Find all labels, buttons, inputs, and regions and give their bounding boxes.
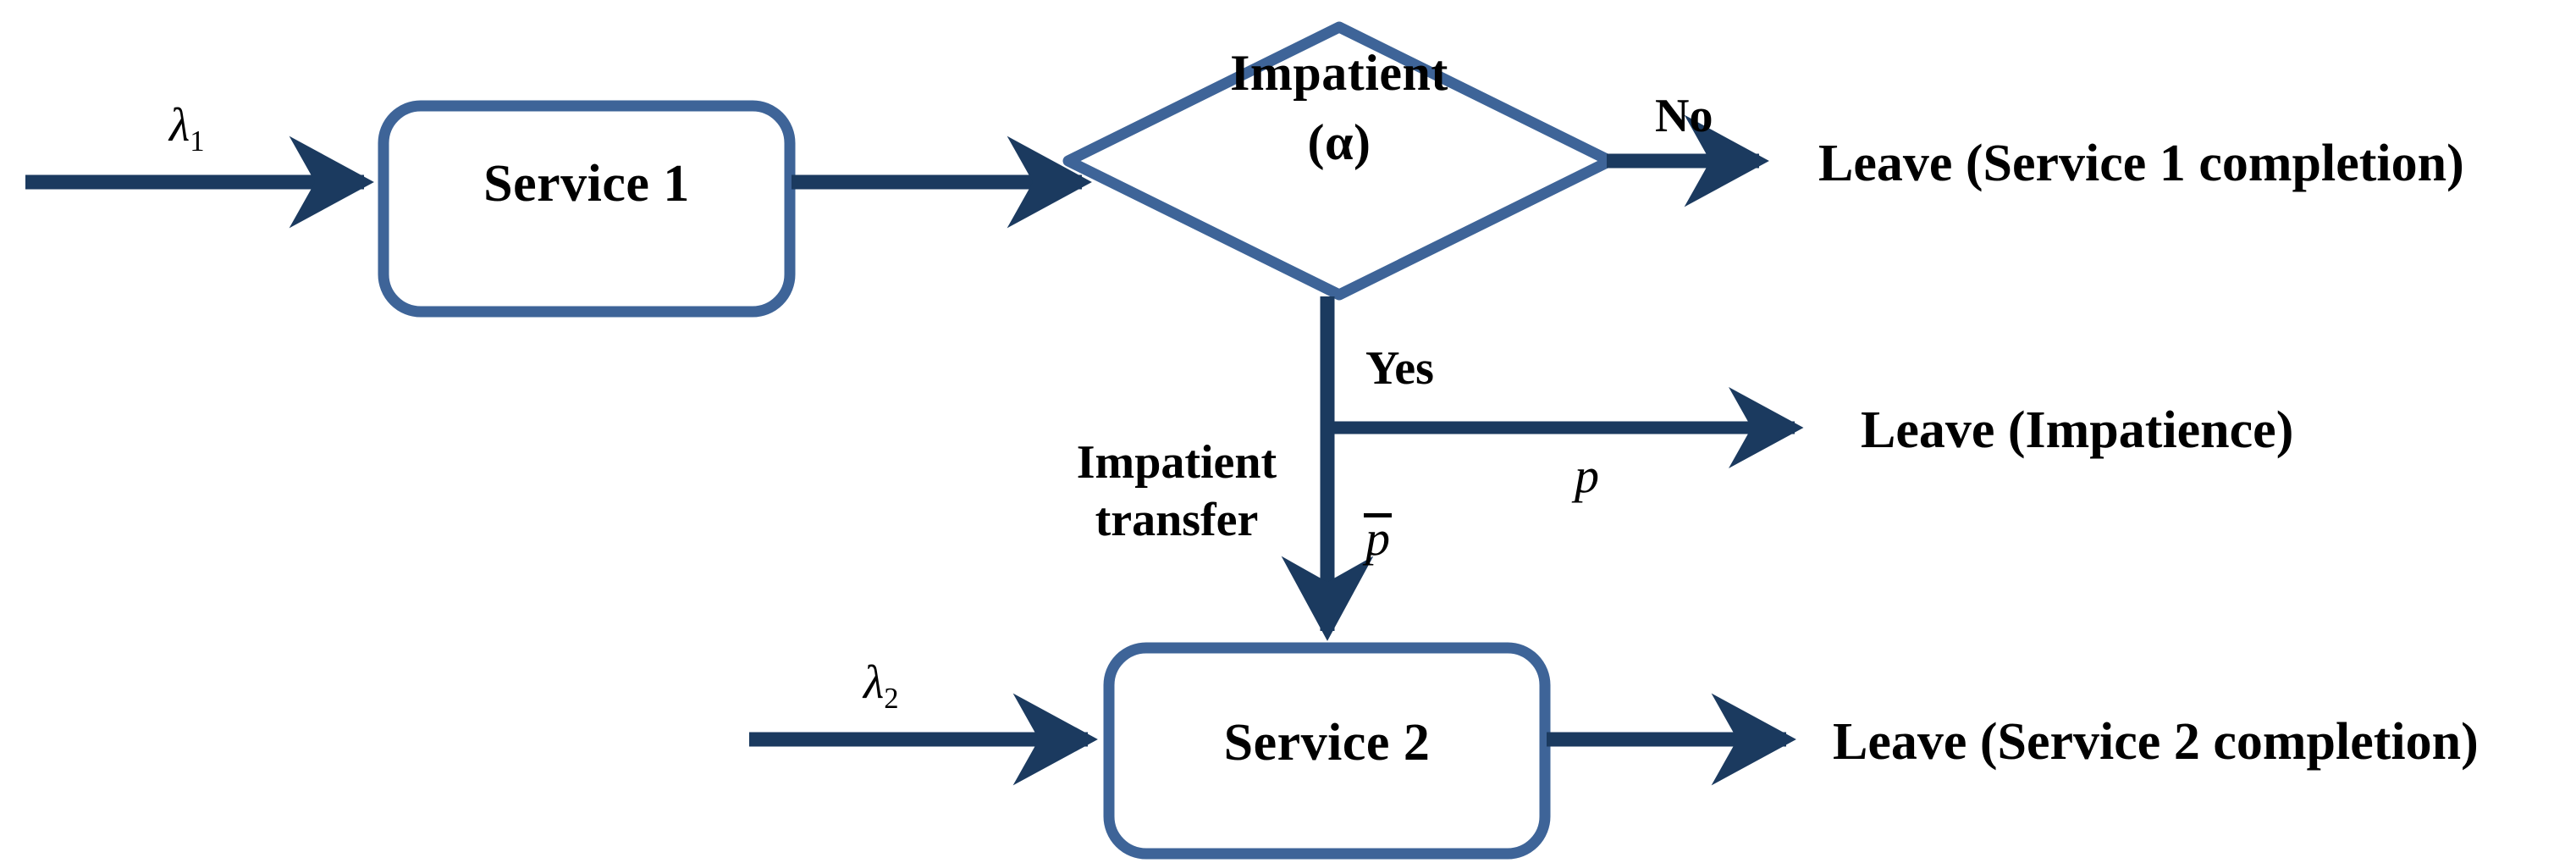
arrival-rate-lambda1-label: λ1 <box>169 98 205 158</box>
impatient-node-label-line1: Impatient <box>1230 45 1448 101</box>
lambda1-subscript: 1 <box>190 124 205 158</box>
service2-node-label: Service 2 <box>1223 714 1431 772</box>
lambda1-symbol: λ <box>169 99 190 152</box>
outcome-leave-impatience-label: Leave (Impatience) <box>1861 401 2294 459</box>
probability-p-label: p <box>1575 448 1599 503</box>
impatient-decision-shape <box>1062 21 1616 301</box>
arrival-rate-lambda2-label: λ2 <box>863 656 899 716</box>
impatient-transfer-label: Impatient transfer <box>1054 434 1299 550</box>
yes-branch-label: Yes <box>1365 342 1434 395</box>
impatient-transfer-line1: Impatient <box>1076 436 1277 489</box>
p-bar-symbol: p <box>1364 508 1392 567</box>
no-branch-label: No <box>1655 90 1713 142</box>
lambda2-subscript: 2 <box>884 682 899 716</box>
impatient-node-label-line2: (α) <box>1307 114 1371 170</box>
lambda2-symbol: λ <box>863 656 885 709</box>
probability-p-bar-label: p <box>1364 508 1392 567</box>
impatient-transfer-line2: transfer <box>1095 494 1259 547</box>
outcome-leave-service2-label: Leave (Service 2 completion) <box>1833 713 2479 771</box>
service2-node-shape <box>1103 642 1551 860</box>
service1-node-label: Service 1 <box>483 155 690 213</box>
service1-node-shape <box>378 100 796 318</box>
outcome-leave-service1-label: Leave (Service 1 completion) <box>1818 135 2464 192</box>
